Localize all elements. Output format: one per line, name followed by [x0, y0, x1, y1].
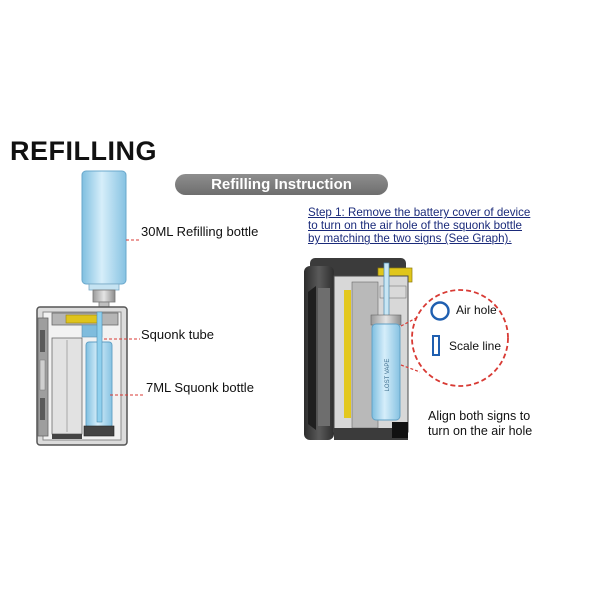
page-title: REFILLING	[10, 136, 157, 166]
step-line-2: to turn on the air hole of the squonk bo…	[308, 219, 522, 233]
air-hole-sign-icon	[430, 301, 450, 321]
refill-bottle	[81, 170, 127, 313]
device-body	[36, 306, 128, 446]
magnified-callout	[411, 289, 509, 387]
bottle-brand-print: LOST VAPE	[385, 359, 391, 392]
align-signs-note: Align both signs to turn on the air hole	[428, 409, 532, 439]
align-note-line-2: turn on the air hole	[428, 424, 533, 438]
air-hole-label: Air hole	[456, 303, 497, 317]
label-refill-bottle: 30ML Refilling bottle	[141, 224, 259, 239]
scale-line-sign-icon	[432, 335, 440, 356]
step-line-1: Step 1: Remove the battery cover of devi…	[308, 206, 531, 219]
step-one-instruction: Step 1: Remove the battery cover of devi…	[308, 206, 583, 246]
right-device: LOST VAPE	[304, 258, 413, 440]
label-squonk-tube: Squonk tube	[141, 327, 215, 342]
label-squonk-bottle: 7ML Squonk bottle	[146, 380, 254, 395]
step-line-3: by matching the two signs (See Graph).	[308, 232, 512, 246]
left-device-cutaway	[36, 170, 145, 446]
instruction-banner: Refilling Instruction	[175, 174, 388, 195]
leader-lines	[104, 239, 145, 396]
align-note-line-1: Align both signs to	[428, 409, 531, 423]
scale-line-label: Scale line	[449, 339, 502, 353]
